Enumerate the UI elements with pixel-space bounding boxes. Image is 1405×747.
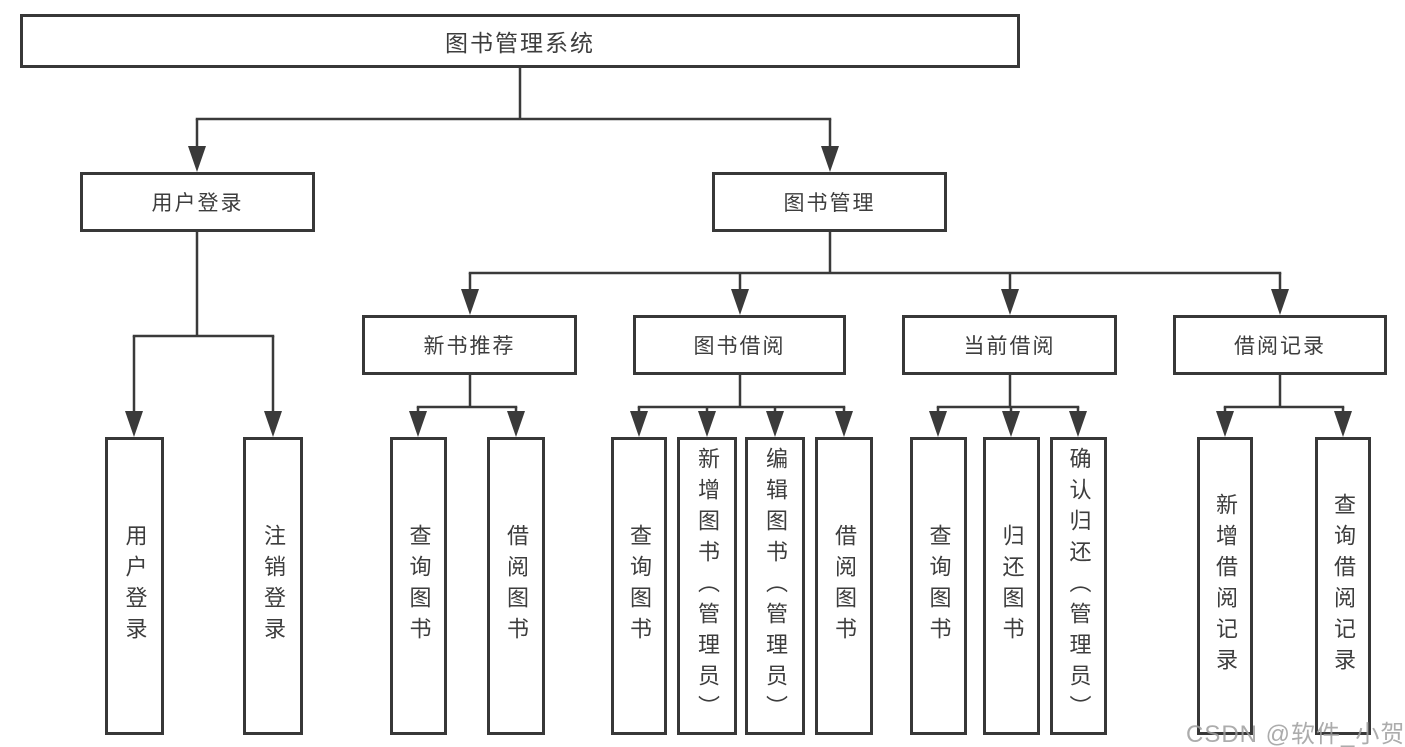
node-library-management-system: 图书管理系统	[20, 14, 1020, 68]
arrowhead-icon	[461, 289, 479, 315]
arrowhead-icon	[929, 411, 947, 437]
node-label: 图书管理	[783, 192, 876, 215]
node-label: 用户登录	[151, 192, 244, 215]
arrowhead-icon	[188, 146, 206, 172]
node-borrowing-records: 借阅记录	[1173, 315, 1387, 375]
leaf-label: 查询图书	[627, 524, 652, 648]
arrowhead-icon	[1271, 289, 1289, 315]
leaf-label: 用户登录	[122, 524, 148, 648]
leaf-label: 查询借阅记录	[1331, 493, 1356, 679]
arrowhead-icon	[409, 411, 427, 437]
leaf-label: 新增借阅记录	[1213, 493, 1238, 679]
leaf-logout: 注销登录	[243, 437, 303, 735]
node-label: 图书借阅	[693, 335, 786, 358]
node-label: 当前借阅	[963, 335, 1056, 358]
node-label: 图书管理系统	[445, 30, 595, 56]
leaf-borrow-books-recommend: 借阅图书	[487, 437, 545, 735]
arrowhead-icon	[1001, 289, 1019, 315]
leaf-confirm-return-admin: 确认归还（管理员）	[1050, 437, 1107, 735]
node-new-book-recommendation: 新书推荐	[362, 315, 577, 375]
leaf-label: 确认归还（管理员）	[1066, 446, 1092, 726]
leaf-query-books-recommend: 查询图书	[390, 437, 447, 735]
leaf-return-books: 归还图书	[983, 437, 1040, 735]
arrowhead-icon	[835, 411, 853, 437]
leaf-label: 新增图书（管理员）	[695, 446, 720, 726]
arrowhead-icon	[630, 411, 648, 437]
leaf-add-borrow-record: 新增借阅记录	[1197, 437, 1253, 735]
arrowhead-icon	[731, 289, 749, 315]
leaf-label: 注销登录	[261, 524, 286, 648]
leaf-query-books-current: 查询图书	[910, 437, 967, 735]
arrowhead-icon	[264, 411, 282, 437]
leaf-label: 归还图书	[999, 524, 1025, 648]
node-label: 借阅记录	[1234, 335, 1326, 358]
arrowhead-icon	[125, 411, 143, 437]
arrowhead-icon	[1216, 411, 1234, 437]
leaf-label: 查询图书	[926, 524, 952, 648]
arrowhead-icon	[507, 411, 525, 437]
node-book-management-branch: 图书管理	[712, 172, 947, 232]
leaf-add-books-admin: 新增图书（管理员）	[677, 437, 737, 735]
leaf-label: 借阅图书	[832, 524, 857, 648]
leaf-edit-books-admin: 编辑图书（管理员）	[745, 437, 805, 735]
csdn-watermark: CSDN @软件_小贺同学	[1186, 721, 1405, 747]
arrowhead-icon	[1334, 411, 1352, 437]
arrowhead-icon	[1069, 411, 1087, 437]
leaf-query-borrow-record: 查询借阅记录	[1315, 437, 1371, 735]
leaf-user-login: 用户登录	[105, 437, 164, 735]
node-user-login-branch: 用户登录	[80, 172, 315, 232]
leaf-borrow-books: 借阅图书	[815, 437, 873, 735]
arrowhead-icon	[821, 146, 839, 172]
leaf-query-books-borrow: 查询图书	[611, 437, 667, 735]
leaf-label: 查询图书	[406, 524, 432, 648]
arrowhead-icon	[766, 411, 784, 437]
node-book-borrowing: 图书借阅	[633, 315, 846, 375]
leaf-label: 借阅图书	[504, 524, 529, 648]
node-current-borrowing: 当前借阅	[902, 315, 1117, 375]
leaf-label: 编辑图书（管理员）	[763, 446, 788, 726]
arrowhead-icon	[698, 411, 716, 437]
arrowhead-icon	[1002, 411, 1020, 437]
node-label: 新书推荐	[423, 335, 516, 358]
